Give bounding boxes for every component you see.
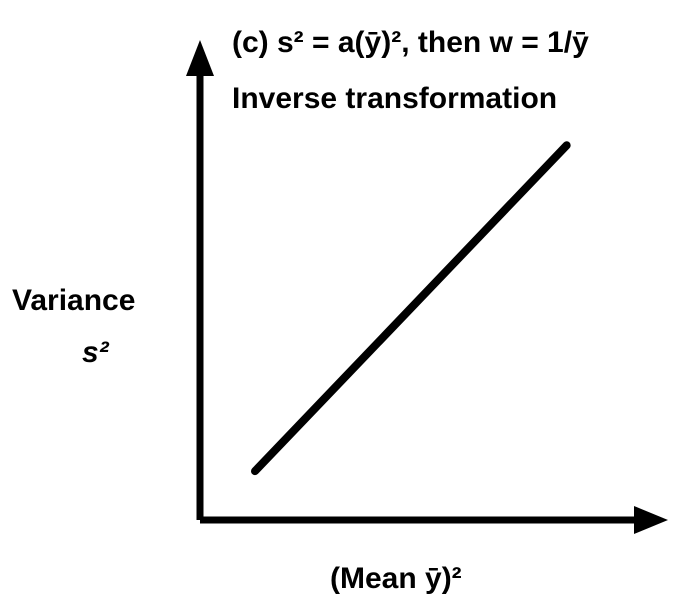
x-axis-label: (Mean ȳ)² <box>330 562 462 595</box>
x-axis-arrow-icon <box>634 506 668 534</box>
series-line <box>251 141 571 476</box>
chart-subtitle: Inverse transformation <box>232 82 557 115</box>
chart-title: (c) s² = a(ȳ)², then w = 1/ȳ <box>232 26 589 59</box>
y-axis-arrow-icon <box>186 40 214 76</box>
y-axis-symbol: s² <box>82 336 110 369</box>
y-axis-label: Variance <box>12 284 135 317</box>
